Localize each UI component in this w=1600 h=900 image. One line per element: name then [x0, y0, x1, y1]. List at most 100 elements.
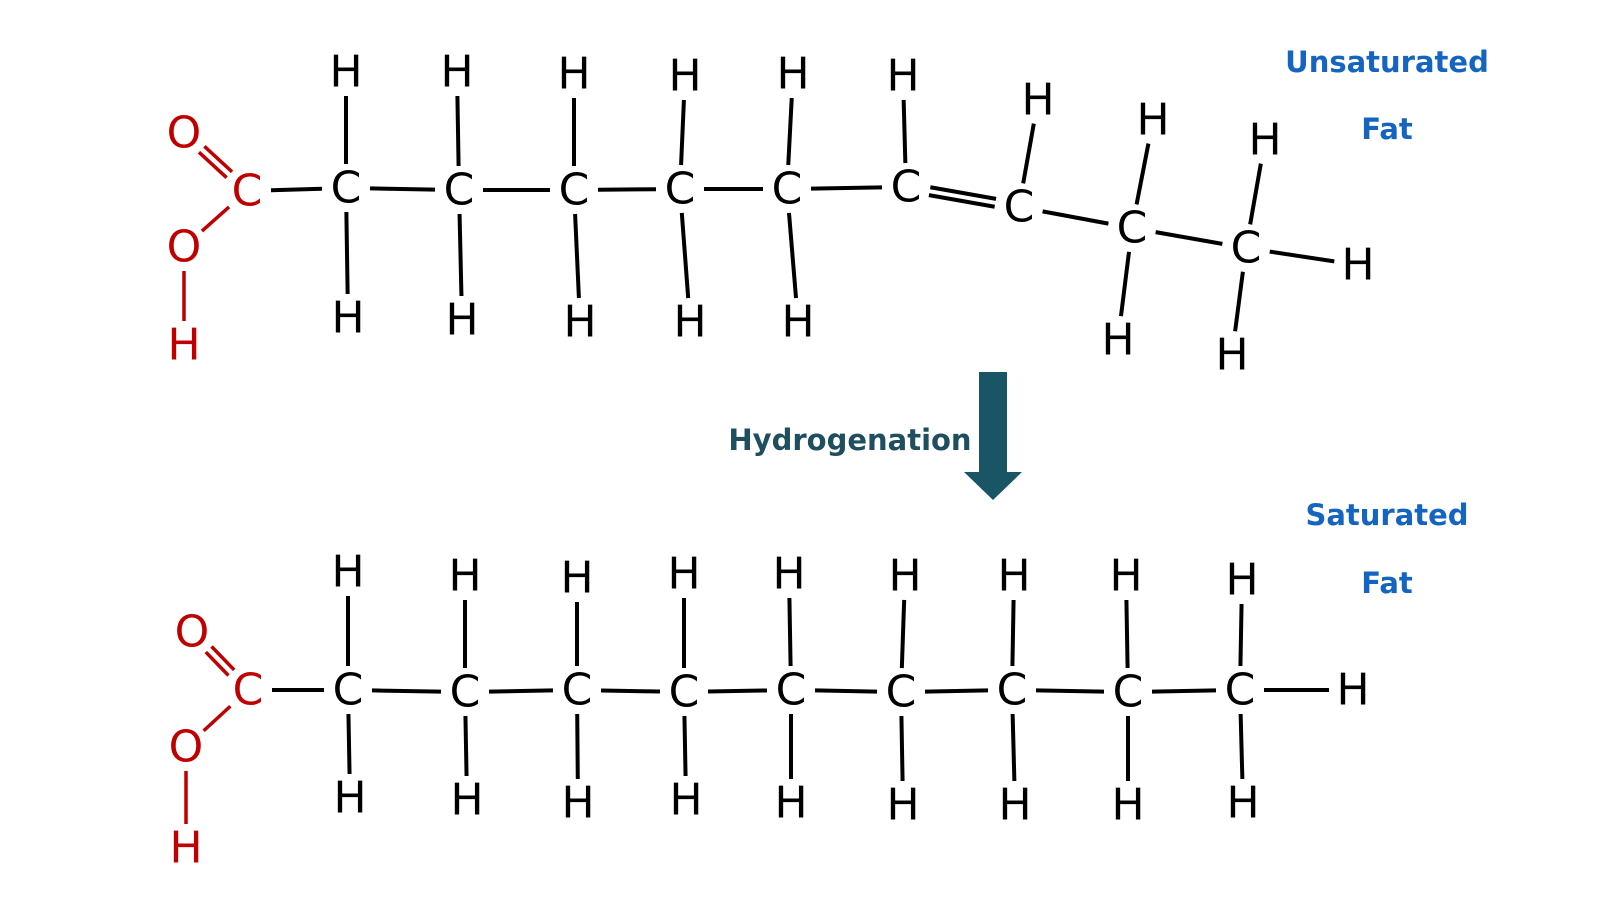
c-h-bond — [344, 211, 350, 295]
hydrogen-atom: H — [448, 551, 481, 602]
c-c-bond — [488, 688, 554, 694]
carbon-atom-7: C — [1004, 182, 1035, 233]
saturated-fat-label-line2: Fat — [1361, 566, 1413, 600]
c-h-bond — [1238, 603, 1244, 667]
hydrogen-atom: H — [331, 293, 364, 344]
hydrogen-atom: H — [329, 47, 362, 98]
c-c-bond — [371, 688, 442, 694]
c-h-bond — [1118, 251, 1132, 317]
carbonyl-oxygen: O — [167, 108, 202, 159]
carbon-atom-5: C — [776, 665, 807, 716]
c-h-bond — [455, 95, 461, 167]
carboxyl-carbon: C — [233, 665, 264, 716]
hydrogen-atom: H — [886, 51, 919, 102]
carbon-atom-4: C — [669, 667, 700, 718]
c-c-bond — [270, 186, 323, 193]
carbon-atom-4: C — [665, 164, 696, 215]
hydroxyl-hydrogen: H — [169, 823, 202, 874]
hydroxyl-oxygen: O — [167, 222, 202, 273]
hydrogen-atom: H — [1021, 75, 1054, 126]
c-c-bond — [810, 185, 883, 191]
hydrogen-atom: H — [557, 49, 590, 100]
carbon-atom-8: C — [1117, 203, 1148, 254]
c-h-bond — [901, 99, 908, 164]
hydrogen-atom: H — [445, 295, 478, 346]
c-c-bond — [369, 186, 436, 192]
double-bond-b — [929, 185, 997, 201]
hydrogen-atom: H — [669, 775, 702, 826]
c-c-bond — [1035, 688, 1105, 694]
hydrogen-atom: H — [450, 775, 483, 826]
hydrogen-atom: H — [997, 551, 1030, 602]
carbonyl-oxygen: O — [175, 607, 210, 658]
c-h-bond — [1134, 143, 1151, 205]
hydrogen-atom: H — [776, 49, 809, 100]
hydrogen-atom: H — [668, 51, 701, 102]
carbonyl-double-bond-b — [203, 145, 234, 174]
c-h-bond — [1248, 163, 1263, 225]
saturated-fat-label-line1: Saturated — [1305, 498, 1469, 532]
carbon-atom-1: C — [333, 665, 364, 716]
c-h-bond — [346, 713, 352, 775]
hydrogen-atom: H — [1225, 555, 1258, 606]
carbon-atom-1: C — [331, 163, 362, 214]
carboxyl-carbon: C — [232, 166, 263, 217]
hydrogen-atom: H — [440, 47, 473, 98]
hydrogen-atom: H — [1101, 315, 1134, 366]
c-h-bond — [463, 715, 469, 777]
hydrogen-atom: H — [1109, 551, 1142, 602]
c-c-bond — [597, 187, 657, 192]
carbon-atom-3: C — [559, 165, 590, 216]
hydrogenation-label: Hydrogenation — [728, 423, 972, 457]
c-c-bond — [924, 688, 989, 694]
hydrogen-atom: H — [1215, 330, 1248, 381]
c-c-bond — [707, 688, 768, 694]
c-h-bond — [786, 97, 794, 166]
c-h-bond — [1124, 599, 1130, 669]
carbon-atom-3: C — [562, 665, 593, 716]
c-c-bond — [1042, 209, 1109, 226]
carbon-atom-2: C — [450, 667, 481, 718]
double-bond-a — [928, 193, 996, 209]
c-h-bond — [787, 597, 793, 667]
carbon-atom-8: C — [1113, 667, 1144, 718]
terminal-c-h-bond — [1269, 249, 1335, 264]
carbon-atom-6: C — [886, 667, 917, 718]
terminal-hydrogen-atom: H — [1336, 665, 1369, 716]
c-h-bond — [1233, 271, 1245, 332]
hydrogen-atom: H — [1248, 115, 1281, 166]
carbonyl-double-bond-b — [210, 645, 236, 672]
unsaturated-fat-label-line2: Fat — [1361, 112, 1413, 146]
hydrogen-atom: H — [781, 297, 814, 348]
carbonyl-double-bond-a — [197, 150, 228, 179]
hydrogen-atom: H — [331, 547, 364, 598]
hydrogen-atom: H — [1136, 95, 1169, 146]
hydrogen-atom: H — [886, 780, 919, 831]
c-h-bond — [457, 213, 464, 297]
unsaturated-fat-label-line1: Unsaturated — [1285, 45, 1489, 79]
carbon-atom-7: C — [997, 665, 1028, 716]
c-o-single-bond — [202, 704, 232, 733]
c-h-bond — [1010, 599, 1016, 667]
hydroxyl-oxygen: O — [169, 722, 204, 773]
hydrogen-atom: H — [1111, 780, 1144, 831]
hydrogen-atom: H — [563, 297, 596, 348]
carbon-atom-9: C — [1225, 665, 1256, 716]
c-h-bond — [899, 599, 907, 669]
c-h-bond — [682, 715, 688, 777]
c-c-bond — [814, 688, 878, 694]
c-h-bond — [679, 212, 691, 299]
carbon-atom-9: C — [1231, 223, 1262, 274]
c-h-bond — [573, 213, 581, 299]
carbonyl-double-bond-a — [204, 650, 230, 677]
hydrogen-atom: H — [561, 778, 594, 829]
hydrogen-atom: H — [1226, 778, 1259, 829]
c-h-bond — [1021, 123, 1036, 184]
carbon-atom-5: C — [772, 164, 803, 215]
c-h-bond — [679, 99, 686, 166]
c-c-bond — [1155, 230, 1223, 246]
c-h-bond — [1238, 713, 1245, 780]
hydrogen-atom: H — [998, 780, 1031, 831]
